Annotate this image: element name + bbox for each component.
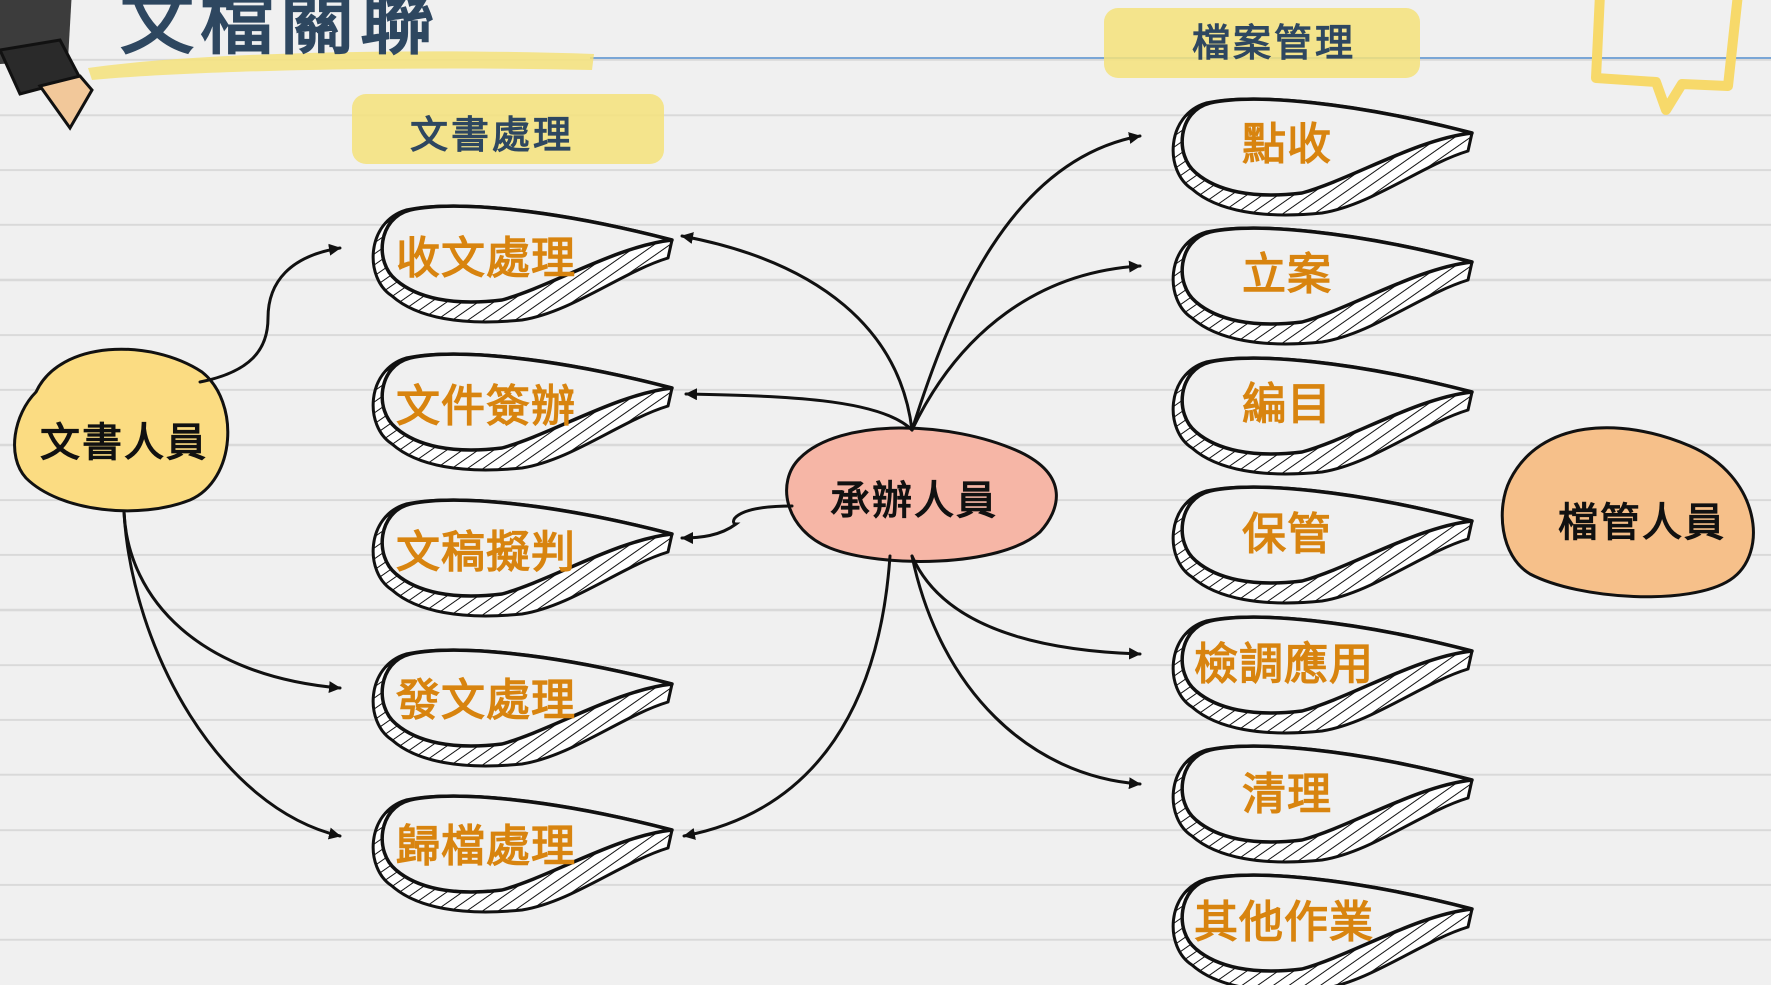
arrow-clerk-to-task-4 (122, 510, 342, 694)
arrow-handler-to-task-5 (682, 554, 892, 840)
right-task-4[interactable]: 保管 (1242, 509, 1332, 560)
section-left-heading: 文書處理 (410, 113, 575, 157)
arrow-handler-to-right-5 (910, 554, 1142, 660)
section-left-highlight (352, 94, 664, 164)
right-task-7[interactable]: 其他作業 (1194, 897, 1374, 948)
handler-node[interactable] (785, 426, 1058, 563)
marker-pen-icon (0, 0, 94, 131)
arrow-handler-to-task-2 (684, 388, 914, 432)
title-underline-highlight (88, 51, 594, 80)
left-task-5[interactable]: 歸檔處理 (396, 821, 576, 872)
right-task-3[interactable]: 編目 (1242, 379, 1332, 430)
section-right-highlight (1104, 8, 1420, 78)
arrow-handler-to-right-1 (910, 132, 1142, 432)
right-task-6[interactable]: 清理 (1242, 769, 1332, 820)
clerk-node[interactable] (13, 347, 230, 513)
left-task-2[interactable]: 文件簽辦 (396, 381, 576, 432)
archivist-label: 檔管人員 (1558, 500, 1726, 546)
archivist-node[interactable] (1500, 426, 1755, 599)
arrow-handler-to-right-2 (910, 260, 1142, 432)
left-task-3[interactable]: 文稿擬判 (396, 527, 576, 578)
arrow-clerk-to-task-5 (122, 510, 342, 840)
speech-bubble-icon (1591, 0, 1743, 115)
left-task-1[interactable]: 收文處理 (396, 233, 576, 284)
right-task-1[interactable]: 點收 (1242, 119, 1332, 170)
clerk-label: 文書人員 (40, 420, 208, 466)
arrow-clerk-to-task-1 (198, 243, 342, 384)
arrow-handler-to-task-3 (680, 504, 794, 544)
section-right-heading: 檔案管理 (1192, 21, 1357, 65)
handler-label: 承辦人員 (830, 478, 998, 524)
page-title: 文檔關聯 (120, 0, 440, 65)
right-task-2[interactable]: 立案 (1242, 249, 1332, 300)
arrow-handler-to-task-1 (680, 232, 914, 432)
right-task-5[interactable]: 檢調應用 (1194, 639, 1374, 690)
left-task-4[interactable]: 發文處理 (396, 675, 576, 726)
arrow-handler-to-right-6 (910, 554, 1142, 790)
